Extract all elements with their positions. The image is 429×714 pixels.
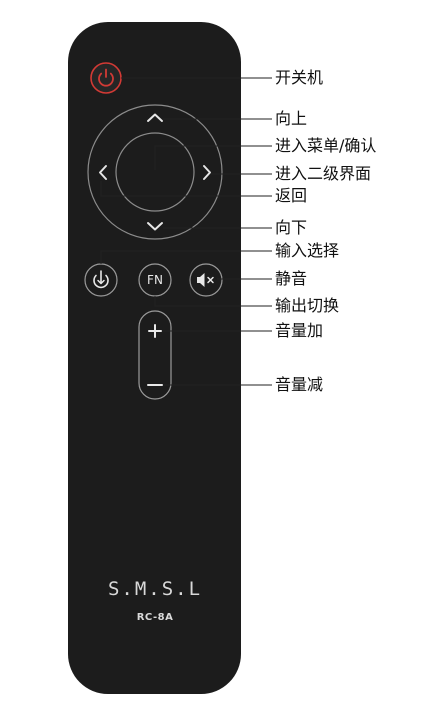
label-ok: 进入菜单/确认 — [275, 136, 377, 155]
power-icon — [98, 68, 114, 87]
chevron-up-icon[interactable] — [147, 113, 163, 122]
label-down: 向下 — [275, 218, 308, 237]
label-power: 开关机 — [275, 68, 324, 87]
label-up: 向上 — [275, 109, 308, 128]
mute-icon — [197, 273, 214, 287]
label-right: 进入二级界面 — [275, 164, 372, 183]
input-select-button[interactable] — [84, 263, 118, 297]
mute-button[interactable] — [189, 263, 223, 297]
input-select-icon — [93, 270, 109, 289]
power-button[interactable] — [90, 62, 122, 94]
brand-logo: S.M.S.L — [107, 578, 203, 600]
label-mute: 静音 — [275, 269, 308, 288]
model-label: RC-8A — [136, 612, 174, 623]
label-vol-up: 音量加 — [275, 321, 324, 340]
leader-back — [100, 181, 272, 197]
leader-lines — [100, 77, 272, 386]
plus-icon[interactable] — [148, 324, 162, 338]
chevron-left-icon[interactable] — [99, 165, 107, 180]
leader-fn — [154, 296, 272, 307]
fn-button-label: FN — [147, 273, 163, 287]
leader-ok — [154, 145, 272, 170]
label-back: 返回 — [275, 186, 308, 205]
chevron-down-icon[interactable] — [147, 222, 163, 231]
label-vol-down: 音量减 — [275, 375, 324, 394]
label-input: 输入选择 — [275, 241, 340, 260]
leader-input — [100, 250, 272, 264]
volume-rocker[interactable] — [138, 310, 172, 400]
chevron-right-icon[interactable] — [203, 165, 211, 180]
ok-button[interactable] — [115, 132, 195, 212]
label-fn: 输出切换 — [275, 296, 340, 315]
